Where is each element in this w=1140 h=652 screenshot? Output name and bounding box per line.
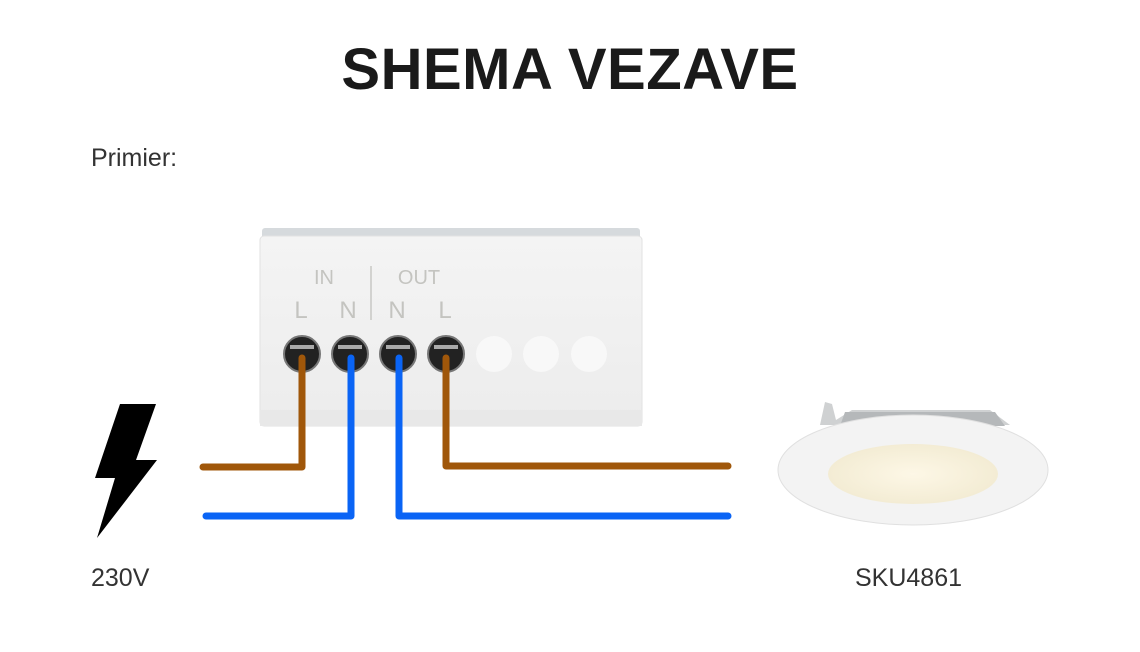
out-label: OUT	[398, 267, 440, 289]
live-in-wire	[199, 354, 306, 471]
terminal-label-out-n: N	[388, 297, 405, 324]
in-label: IN	[314, 267, 334, 289]
product-sku-label: SKU4861	[855, 564, 963, 592]
terminal-label-in-l: L	[294, 297, 307, 324]
terminal-sockets	[283, 335, 607, 373]
example-label: Primier:	[91, 144, 178, 172]
terminal-label-out-l: L	[438, 297, 451, 324]
led-panel-lamp-image	[777, 402, 1049, 526]
neutral-in-wire	[202, 354, 355, 520]
terminal-label-in-n: N	[339, 297, 356, 324]
neutral-out-wire	[395, 354, 732, 520]
lightning-bolt-icon	[95, 404, 157, 538]
live-out-wire	[442, 354, 732, 470]
relay-module: IN OUT L N N L	[259, 228, 643, 427]
source-voltage-label: 230V	[91, 564, 150, 592]
page-title: SHEMA VEZAVE	[341, 37, 799, 102]
